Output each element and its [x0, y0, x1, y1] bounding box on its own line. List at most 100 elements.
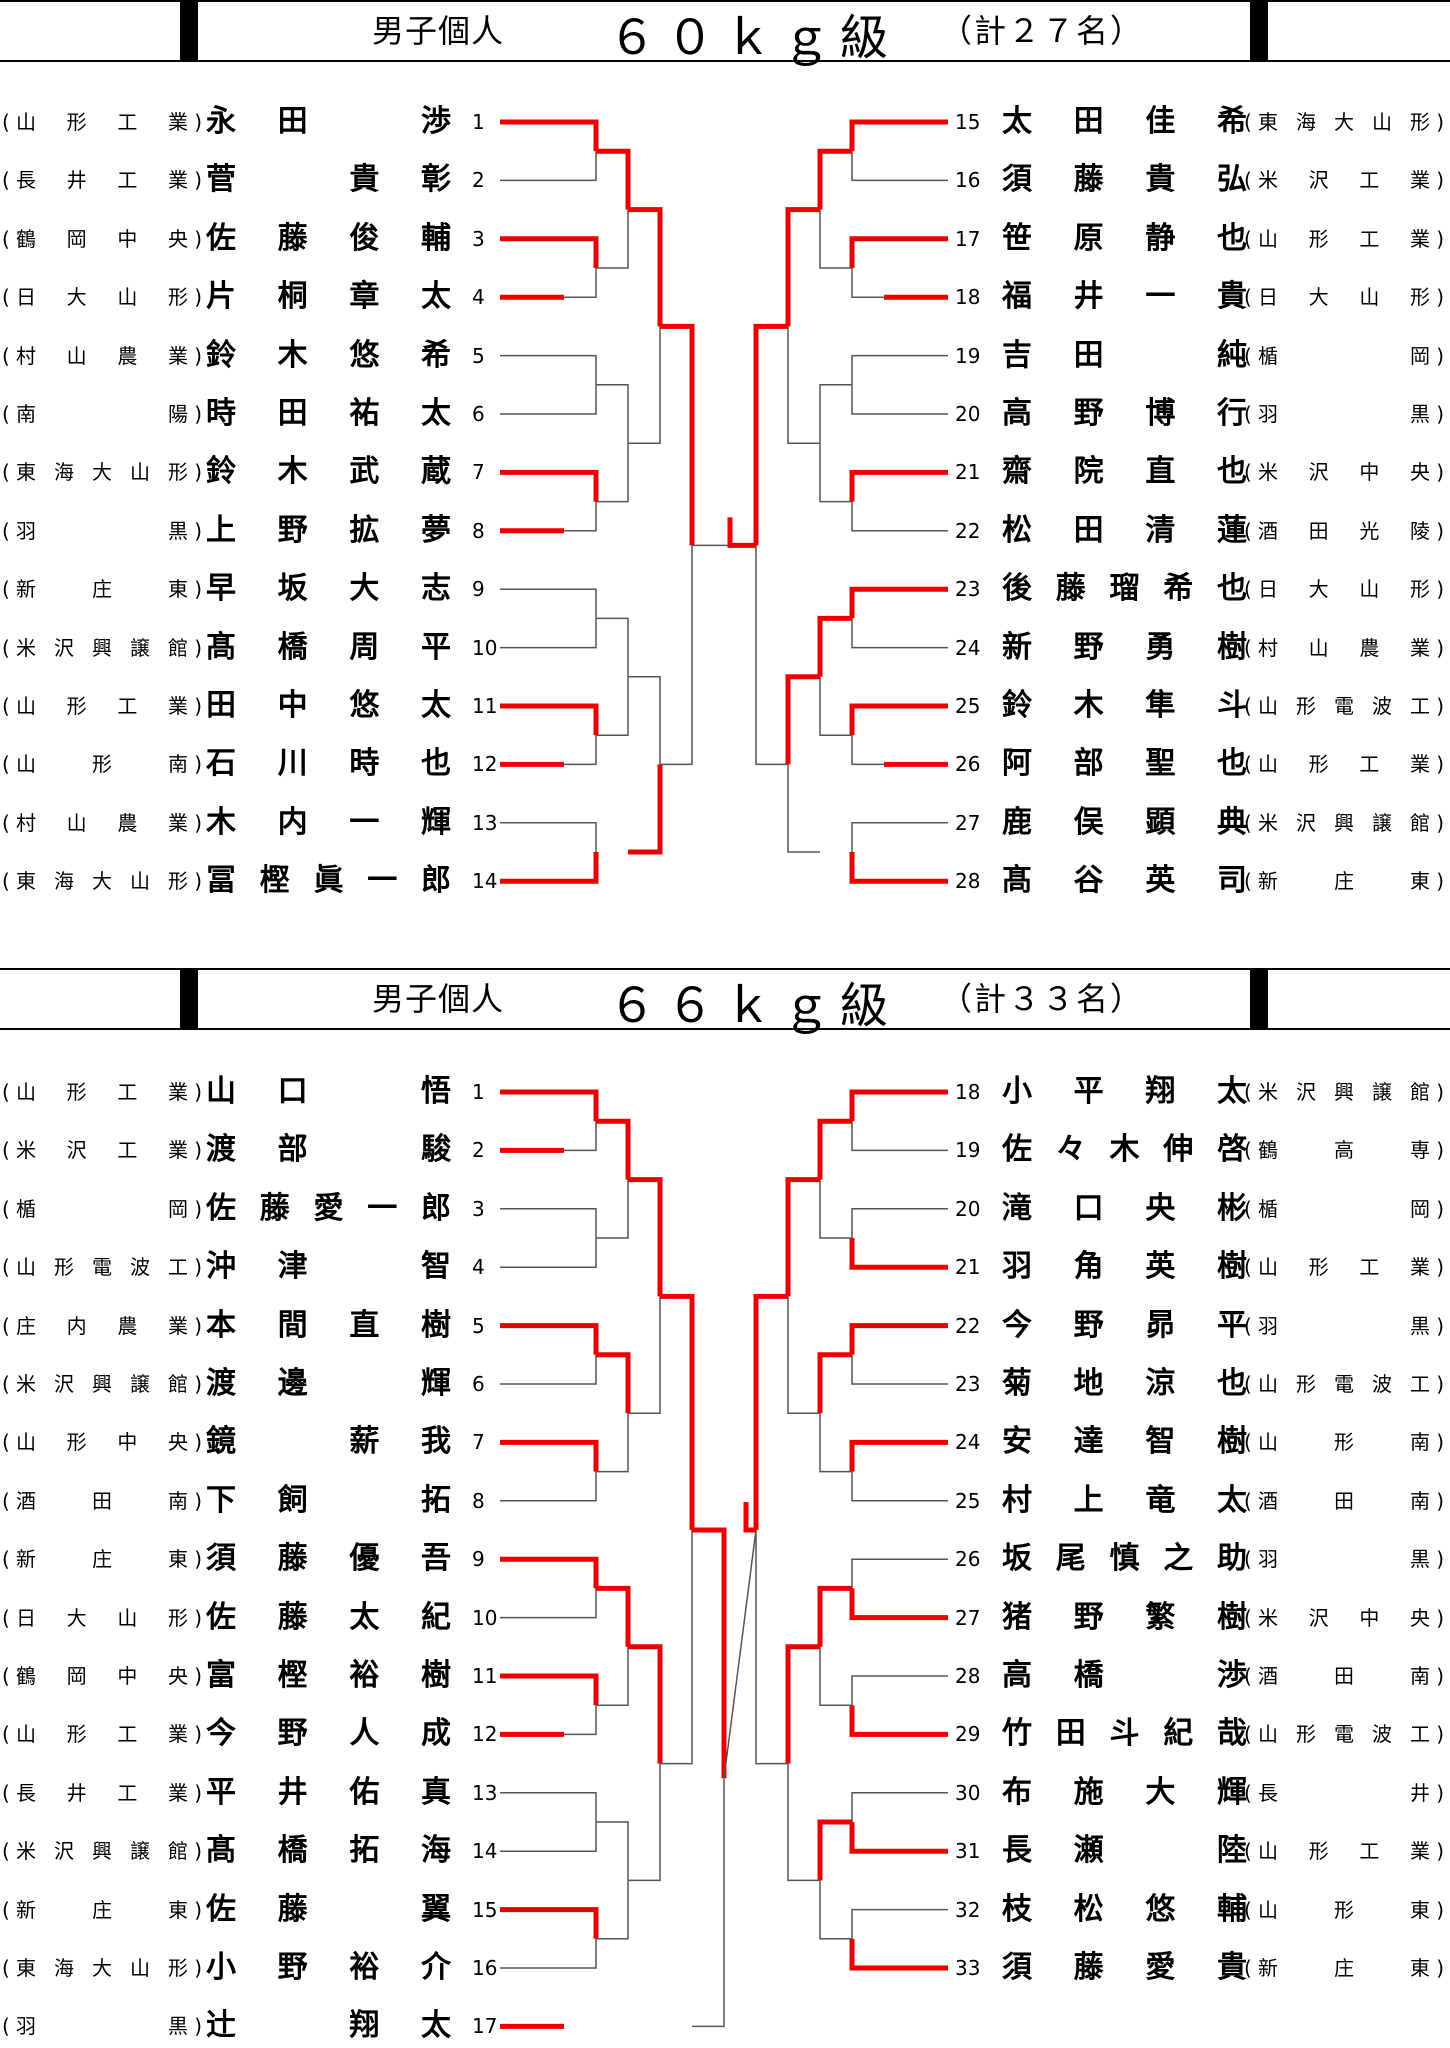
bracket-line — [787, 326, 820, 444]
entrant-school: (東海大山形) — [2, 452, 202, 492]
school-name: 東海大山形 — [16, 460, 188, 485]
entrant-name: 菅 貴彰 — [206, 162, 451, 198]
entrant-row: (米沢中央)猪野繁樹 27 — [0, 1598, 1450, 1638]
entrant-school: (庄内農業) — [2, 1306, 202, 1346]
entrant-school: (日大山形) — [1244, 569, 1444, 609]
bracket-line — [564, 469, 599, 502]
entrant-school: (山形東) — [1244, 1890, 1444, 1930]
entrant-name: 上野拡夢 — [206, 512, 451, 548]
school-name: 羽黒 — [1258, 1313, 1430, 1338]
entrant-name: 猪野繁樹 — [1002, 1599, 1247, 1635]
entrant-number: 9 — [472, 1547, 485, 1572]
entrant-school: (村山農業) — [2, 336, 202, 376]
entrant-number: 26 — [955, 752, 981, 777]
entrant-name: 村上竜太 — [1002, 1482, 1247, 1518]
school-name: 日大山形 — [16, 1605, 188, 1630]
bracket-line — [785, 674, 820, 765]
bracket-line — [564, 852, 599, 884]
bracket-line — [851, 735, 884, 766]
entrant-name: 石川時也 — [206, 746, 451, 782]
entrant-school: (東海大山形) — [2, 861, 202, 901]
entrant-name: 阿部聖也 — [1002, 746, 1247, 782]
school-name: 米沢興譲館 — [16, 1372, 188, 1396]
bracket-line — [851, 1908, 884, 1939]
entrant-school: (新庄東) — [2, 1539, 202, 1579]
school-name: 米沢工業 — [1258, 168, 1430, 193]
entrant-number: 20 — [955, 402, 981, 426]
entrant-number: 15 — [955, 110, 981, 134]
entrant-name: 早坂大志 — [206, 571, 451, 607]
bracket-line — [564, 1588, 597, 1619]
school-name: 山形電波工 — [16, 1255, 188, 1280]
bracket-lines — [500, 1089, 948, 2029]
entrant-number: 21 — [955, 460, 981, 485]
entrant-name: 小平翔太 — [1002, 1074, 1247, 1109]
bracket-line — [564, 1238, 597, 1268]
bracket-line — [851, 268, 884, 298]
entrant-school: (羽黒) — [2, 2006, 202, 2046]
entrant-name: 沖津 智 — [206, 1249, 451, 1285]
bracket-line — [660, 1530, 693, 1765]
bracket-line — [628, 676, 661, 765]
school-name: 東海大山形 — [16, 1956, 188, 1980]
bracket-line — [727, 517, 756, 548]
entrant-school: (山形工業) — [1244, 1247, 1444, 1287]
entrant-number: 5 — [472, 343, 485, 368]
entrant-school: (山形工業) — [2, 686, 202, 726]
bracket-line — [596, 1585, 631, 1647]
entrant-number: 17 — [955, 226, 981, 251]
bracket-line — [564, 1323, 599, 1355]
school-name: 長井 — [1258, 1780, 1430, 1805]
entrant-school: (新庄東) — [1244, 1948, 1444, 1988]
entrant-name: 佐藤 翼 — [206, 1891, 451, 1927]
entrant-school: (長井) — [1244, 1773, 1444, 1813]
bracket-line — [628, 1644, 663, 1764]
entrant-name: 田中悠太 — [206, 688, 451, 723]
bracket-line — [564, 1705, 597, 1736]
entrant-name: 笹原静也 — [1002, 220, 1247, 256]
entrant-name: 福井一貴 — [1002, 279, 1247, 315]
entrant-number: 8 — [472, 1488, 485, 1513]
entrant-number: 22 — [955, 518, 981, 543]
entrant-number: 2 — [472, 1138, 485, 1163]
bracket-line — [851, 151, 884, 182]
bracket-line — [564, 1822, 597, 1852]
school-name: 山形東 — [1258, 1897, 1430, 1922]
bracket-line — [564, 1907, 599, 1939]
bracket-line — [851, 1208, 884, 1238]
school-name: 米沢興譲館 — [16, 635, 188, 660]
entrant-name: 富樫裕樹 — [206, 1658, 451, 1693]
entrant-name: 竹田斗紀哉 — [1002, 1716, 1247, 1752]
entrant-number: 31 — [955, 1839, 981, 1864]
bracket-line — [628, 207, 663, 327]
bracket-line — [660, 1293, 695, 1530]
bracket-line — [849, 703, 884, 736]
entrant-school: (米沢中央) — [1244, 1598, 1444, 1638]
entrant-school: (楯岡) — [1244, 1189, 1444, 1229]
bracket-line — [596, 1118, 631, 1180]
entrant-number: 27 — [955, 1605, 981, 1630]
entrant-school: (米沢興譲館) — [1244, 803, 1444, 843]
entrant-school: (鶴高専) — [1244, 1130, 1444, 1170]
entrant-number: 1 — [472, 110, 485, 134]
entrant-number: 27 — [955, 810, 981, 835]
entrant-school: (新庄東) — [2, 569, 202, 609]
entrant-name: 長瀬 陸 — [1002, 1833, 1247, 1869]
bracket-line — [849, 1323, 884, 1355]
entrant-school: (長井工業) — [2, 1773, 202, 1813]
entrant-number: 23 — [955, 1372, 981, 1396]
entrant-name: 菊地涼也 — [1002, 1366, 1247, 1401]
school-name: 米沢中央 — [1258, 1605, 1430, 1630]
